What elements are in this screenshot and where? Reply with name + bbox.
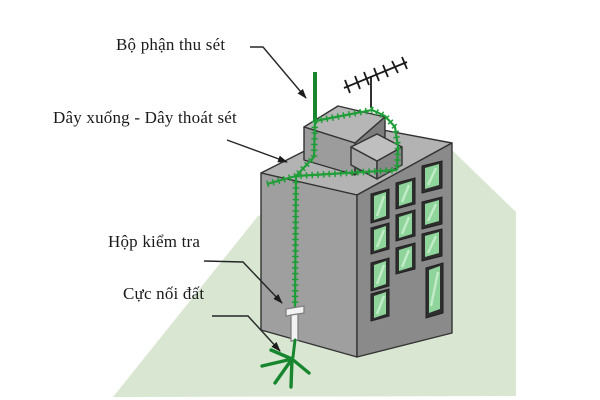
ground-electrode-star <box>260 338 311 389</box>
inspection-box-arrow <box>203 260 283 304</box>
tv-antenna-icon <box>343 56 408 108</box>
label-ground-electrode: Cực nối đất <box>123 284 205 303</box>
down-conductor-arrow <box>226 139 288 163</box>
label-down-conductor: Dây xuống - Dây thoát sét <box>53 108 237 127</box>
inspection-box <box>285 305 305 342</box>
down-conductor-path <box>266 106 402 309</box>
glass-highlights <box>375 167 440 315</box>
building-left-face <box>260 172 358 358</box>
air-terminal-arrow <box>250 46 307 99</box>
windows <box>370 160 444 322</box>
label-inspection-box: Hộp kiểm tra <box>108 232 201 251</box>
ground-electrode-arrow <box>212 315 281 352</box>
label-air-terminal: Bộ phận thu sét <box>116 35 226 54</box>
leader-arrows <box>203 46 307 352</box>
